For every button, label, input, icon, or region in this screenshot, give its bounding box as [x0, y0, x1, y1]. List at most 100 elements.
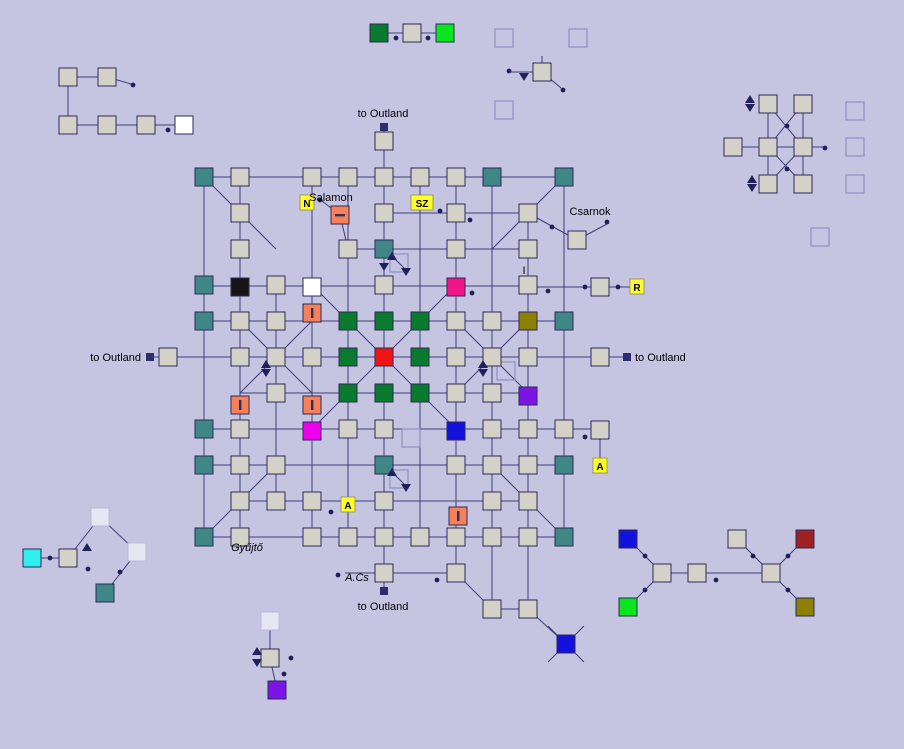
room[interactable] [302, 527, 322, 547]
room[interactable] [758, 174, 778, 194]
room[interactable] [482, 347, 502, 367]
room[interactable] [618, 597, 638, 617]
room[interactable] [446, 203, 466, 223]
room[interactable] [374, 311, 394, 331]
room[interactable] [230, 491, 250, 511]
room[interactable] [58, 67, 78, 87]
room[interactable] [482, 599, 502, 619]
room[interactable] [556, 634, 576, 654]
room[interactable] [194, 455, 214, 475]
room[interactable] [136, 115, 156, 135]
room[interactable] [97, 67, 117, 87]
note[interactable] [629, 278, 645, 295]
room[interactable] [374, 167, 394, 187]
note[interactable] [592, 457, 608, 474]
room[interactable] [435, 23, 455, 43]
room[interactable] [266, 491, 286, 511]
room[interactable] [482, 527, 502, 547]
room[interactable] [230, 347, 250, 367]
room[interactable] [410, 311, 430, 331]
room[interactable] [374, 563, 394, 583]
room[interactable] [687, 563, 707, 583]
room[interactable] [266, 311, 286, 331]
room[interactable] [554, 527, 574, 547]
room[interactable] [518, 527, 538, 547]
note[interactable] [410, 194, 434, 211]
hollow-room[interactable] [496, 361, 516, 381]
room[interactable] [374, 419, 394, 439]
room[interactable] [482, 491, 502, 511]
hollow-room[interactable] [401, 428, 421, 448]
room[interactable] [194, 419, 214, 439]
room[interactable] [795, 529, 815, 549]
room[interactable] [793, 137, 813, 157]
room[interactable] [194, 311, 214, 331]
room[interactable] [194, 275, 214, 295]
room[interactable] [374, 383, 394, 403]
zone-exit-marker[interactable] [380, 587, 388, 595]
note[interactable] [299, 194, 315, 211]
room[interactable] [374, 131, 394, 151]
room[interactable] [410, 383, 430, 403]
room[interactable] [302, 491, 322, 511]
ghost-room[interactable] [90, 507, 110, 527]
room[interactable] [482, 167, 502, 187]
room[interactable] [230, 311, 250, 331]
room[interactable] [58, 115, 78, 135]
hollow-room[interactable] [845, 137, 865, 157]
room[interactable] [482, 455, 502, 475]
room[interactable] [758, 137, 778, 157]
zone-exit-marker[interactable] [380, 123, 388, 131]
room[interactable] [652, 563, 672, 583]
room[interactable] [446, 277, 466, 297]
room[interactable] [260, 648, 280, 668]
room[interactable] [518, 239, 538, 259]
zone-exit-marker[interactable] [623, 353, 631, 361]
room[interactable] [793, 94, 813, 114]
room[interactable] [58, 548, 78, 568]
room[interactable] [727, 529, 747, 549]
room[interactable] [374, 491, 394, 511]
room[interactable] [554, 419, 574, 439]
hollow-room[interactable] [494, 28, 514, 48]
room[interactable] [446, 383, 466, 403]
room[interactable] [338, 347, 358, 367]
ghost-room[interactable] [260, 611, 280, 631]
hollow-room[interactable] [389, 469, 409, 489]
room[interactable] [723, 137, 743, 157]
room[interactable] [374, 203, 394, 223]
room[interactable] [230, 277, 250, 297]
room[interactable] [302, 277, 322, 297]
room[interactable] [410, 527, 430, 547]
room[interactable] [518, 419, 538, 439]
room[interactable] [158, 347, 178, 367]
room[interactable] [567, 230, 587, 250]
ghost-room[interactable] [127, 542, 147, 562]
room[interactable] [554, 455, 574, 475]
hollow-room[interactable] [568, 28, 588, 48]
room[interactable] [267, 680, 287, 700]
room[interactable] [482, 311, 502, 331]
room[interactable] [446, 347, 466, 367]
room[interactable] [482, 383, 502, 403]
room[interactable] [374, 239, 394, 259]
room[interactable] [446, 239, 466, 259]
room[interactable] [518, 311, 538, 331]
room[interactable] [761, 563, 781, 583]
room[interactable] [374, 455, 394, 475]
room[interactable] [369, 23, 389, 43]
room[interactable] [97, 115, 117, 135]
room[interactable] [230, 419, 250, 439]
room[interactable] [590, 420, 610, 440]
room[interactable] [590, 277, 610, 297]
room[interactable] [590, 347, 610, 367]
room[interactable] [338, 311, 358, 331]
room[interactable] [554, 167, 574, 187]
room[interactable] [795, 597, 815, 617]
room[interactable] [338, 527, 358, 547]
room[interactable] [338, 167, 358, 187]
room[interactable] [446, 311, 466, 331]
room[interactable] [338, 419, 358, 439]
room[interactable] [174, 115, 194, 135]
room[interactable] [410, 167, 430, 187]
